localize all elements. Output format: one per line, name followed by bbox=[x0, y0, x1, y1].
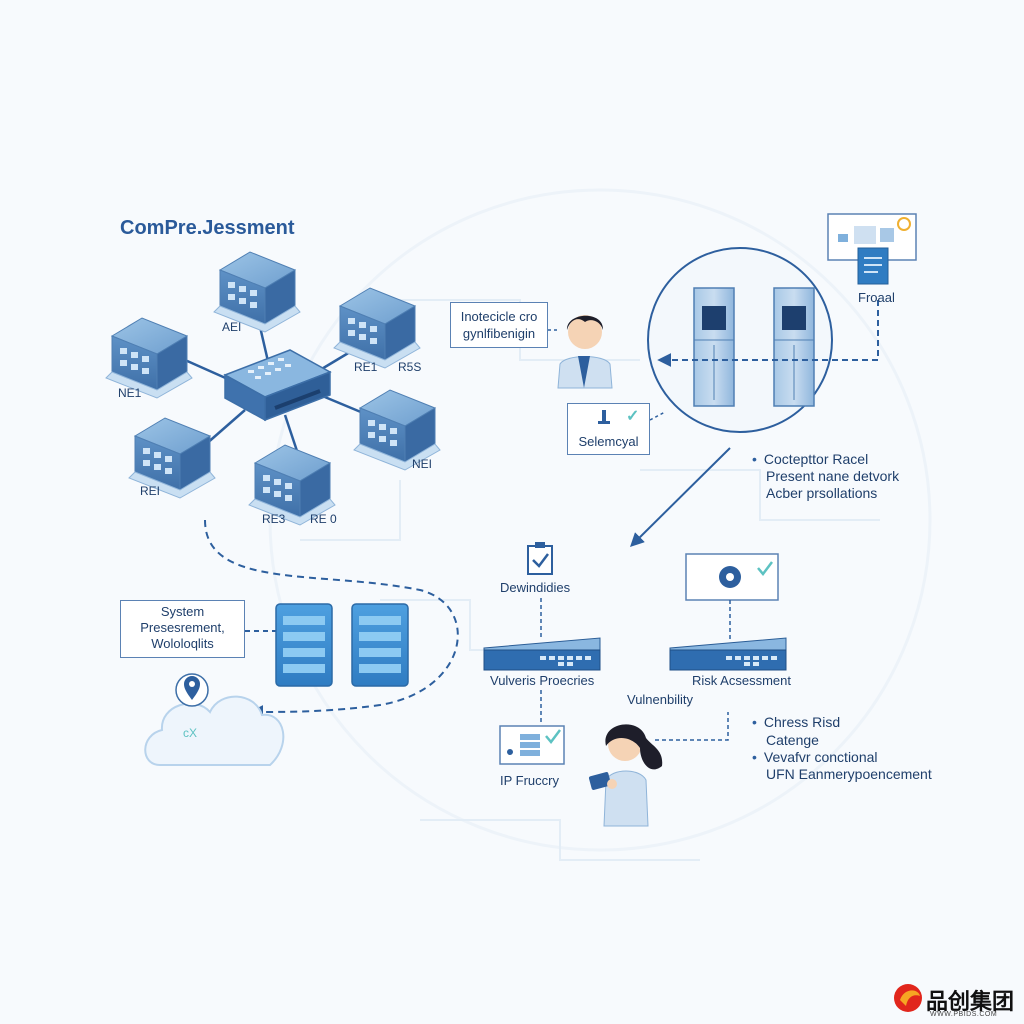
bottom-note-2: Catenge bbox=[766, 732, 819, 748]
server-label-a1: AEI bbox=[222, 320, 242, 334]
bottom-note-1: Chress Risd bbox=[752, 714, 840, 730]
devices-label: Dewindidies bbox=[500, 580, 571, 595]
rack-server-right bbox=[351, 603, 409, 687]
brand-name: 品创集团 bbox=[926, 989, 1015, 1014]
switch-right-label: Risk Acsessment bbox=[692, 673, 791, 688]
server-label-b1: NE1 bbox=[118, 386, 142, 400]
switch-left-label: Vulveris Proecries bbox=[490, 673, 595, 688]
tower-server-left bbox=[693, 287, 735, 407]
location-pin-icon bbox=[175, 673, 209, 707]
tower-server-right bbox=[773, 287, 815, 407]
server-label-f2: RE 0 bbox=[310, 512, 337, 526]
vulnerability-label: Vulnenbility bbox=[627, 692, 694, 707]
diagram-title: ComPre.Jessment bbox=[120, 217, 295, 239]
notice-line-2: gynlfibenigin bbox=[462, 326, 536, 341]
server-label-e1: REI bbox=[140, 484, 161, 498]
engineer-avatar bbox=[588, 724, 663, 827]
notice-box: Inotecicle cro gynlfibenigin bbox=[450, 302, 548, 348]
dashed-link-selection bbox=[649, 411, 666, 421]
server-label-d1: NEI bbox=[412, 457, 433, 471]
server-label-f1: RE3 bbox=[262, 512, 286, 526]
system-assessment-box: System Presesrement, Wololoqlits bbox=[120, 600, 245, 658]
document-icon bbox=[857, 247, 889, 285]
frame-label: Froaal bbox=[858, 290, 895, 305]
brand-logo-icon bbox=[894, 984, 922, 1012]
brand-url: WWW.PBIDS.COM bbox=[930, 1011, 998, 1018]
dashed-arrow-into-circle bbox=[657, 300, 879, 367]
network-switch-left bbox=[483, 637, 601, 671]
rack-server-left bbox=[275, 603, 333, 687]
system-box-line-1: System bbox=[160, 604, 205, 619]
server-label-c1: RE1 bbox=[354, 360, 378, 374]
system-box-line-2: Presesrement, bbox=[140, 620, 225, 635]
ip-card bbox=[499, 725, 565, 765]
gear-card bbox=[685, 553, 779, 601]
server-label-c2: R5S bbox=[398, 360, 422, 374]
selection-label: Selemcyal bbox=[578, 434, 639, 449]
system-box-line-3: Wololoqlits bbox=[151, 636, 214, 651]
selection-icon bbox=[598, 410, 610, 424]
ip-label: IP Fruccry bbox=[500, 773, 559, 788]
bottom-note-4: UFN Eanmerypoencement bbox=[766, 766, 932, 782]
line-person-vuln bbox=[655, 712, 729, 741]
right-note-2: Present nane detvork bbox=[766, 468, 900, 484]
dashed-route-network-cloud bbox=[204, 519, 459, 719]
selection-box: ✓ Selemcyal bbox=[567, 403, 650, 455]
bottom-note-3: Vevafvr conctional bbox=[752, 749, 878, 765]
cloud-icon bbox=[144, 695, 285, 766]
selection-check-icon: ✓ bbox=[626, 408, 640, 425]
central-hub bbox=[223, 349, 332, 422]
right-note-3: Acber prsollations bbox=[766, 485, 878, 501]
arrow-to-devices bbox=[630, 447, 731, 547]
right-note-1: Coctepttor Racel bbox=[752, 451, 868, 467]
network-switch-right bbox=[669, 637, 787, 671]
analyst-avatar bbox=[557, 315, 613, 389]
cloud-label: cX bbox=[183, 726, 198, 740]
notice-line-1: Inotecicle cro bbox=[460, 309, 538, 324]
checklist-icon bbox=[527, 542, 553, 575]
